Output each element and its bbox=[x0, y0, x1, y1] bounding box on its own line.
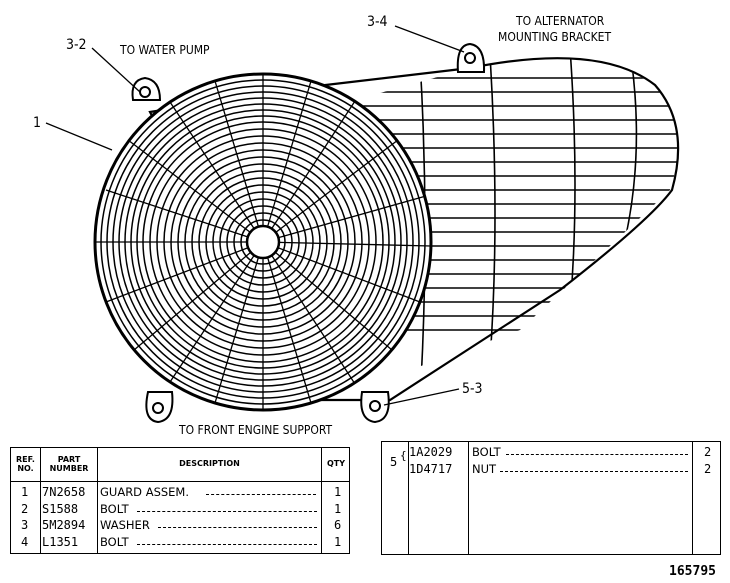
mounting-lug-alternator bbox=[456, 42, 486, 73]
row-4-qty: 1 bbox=[334, 535, 342, 549]
right-row-1-qty: 2 bbox=[704, 445, 712, 459]
header-qty: QTY bbox=[326, 459, 346, 468]
label-to-water-pump: TO WATER PUMP bbox=[120, 43, 210, 57]
row-2-desc: BOLT bbox=[100, 502, 129, 516]
brace-icon: { bbox=[400, 449, 407, 462]
callout-5-3: 5-3 bbox=[462, 381, 483, 397]
callout-1: 1 bbox=[33, 115, 42, 131]
leader-lines bbox=[45, 25, 465, 406]
row-1-ref: 1 bbox=[21, 485, 29, 499]
row-1-qty: 1 bbox=[334, 485, 342, 499]
row-2-part: S1588 bbox=[42, 502, 79, 516]
figure-number: 165795 bbox=[669, 564, 716, 579]
right-row-2-desc: NUT bbox=[472, 462, 497, 476]
header-part-number: PART NUMBER bbox=[49, 455, 89, 473]
row-2-ref: 2 bbox=[21, 502, 29, 516]
row-3-desc: WASHER bbox=[100, 518, 150, 532]
row-3-qty: 6 bbox=[334, 518, 342, 532]
header-description: DESCRIPTION bbox=[179, 459, 240, 468]
circular-fan-guard bbox=[93, 72, 433, 412]
mounting-lug-front-right bbox=[360, 391, 390, 424]
label-mounting-bracket: MOUNTING BRACKET bbox=[498, 30, 612, 44]
mounting-lug-front-left bbox=[145, 391, 174, 424]
header-ref-no: REF. NO. bbox=[16, 455, 35, 473]
row-2-qty: 1 bbox=[334, 502, 342, 516]
right-row-2-qty: 2 bbox=[704, 462, 712, 476]
row-4-ref: 4 bbox=[21, 535, 29, 549]
parts-table-right: 5 { 1A2029 BOLT 2 1D4717 NUT 2 bbox=[381, 441, 721, 555]
row-3-part: 5M2894 bbox=[42, 518, 86, 532]
label-to-front-engine-support: TO FRONT ENGINE SUPPORT bbox=[179, 423, 333, 437]
group-ref-5: 5 bbox=[390, 455, 398, 469]
callout-3-4: 3-4 bbox=[367, 14, 388, 30]
row-1-desc: GUARD ASSEM. bbox=[100, 485, 190, 499]
hub-opening bbox=[245, 224, 281, 260]
callout-3-2: 3-2 bbox=[66, 37, 87, 53]
right-row-1-part: 1A2029 bbox=[409, 445, 453, 459]
right-row-1-desc: BOLT bbox=[472, 445, 501, 459]
row-1-part: 7N2658 bbox=[42, 485, 86, 499]
parts-table-left: REF. NO. PART NUMBER DESCRIPTION QTY 1 7… bbox=[10, 447, 350, 554]
row-4-desc: BOLT bbox=[100, 535, 129, 549]
right-row-2-part: 1D4717 bbox=[409, 462, 453, 476]
label-to-alternator: TO ALTERNATOR bbox=[516, 14, 605, 28]
mounting-lug-water-pump bbox=[131, 76, 162, 101]
row-3-ref: 3 bbox=[21, 518, 29, 532]
row-4-part: L1351 bbox=[42, 535, 79, 549]
